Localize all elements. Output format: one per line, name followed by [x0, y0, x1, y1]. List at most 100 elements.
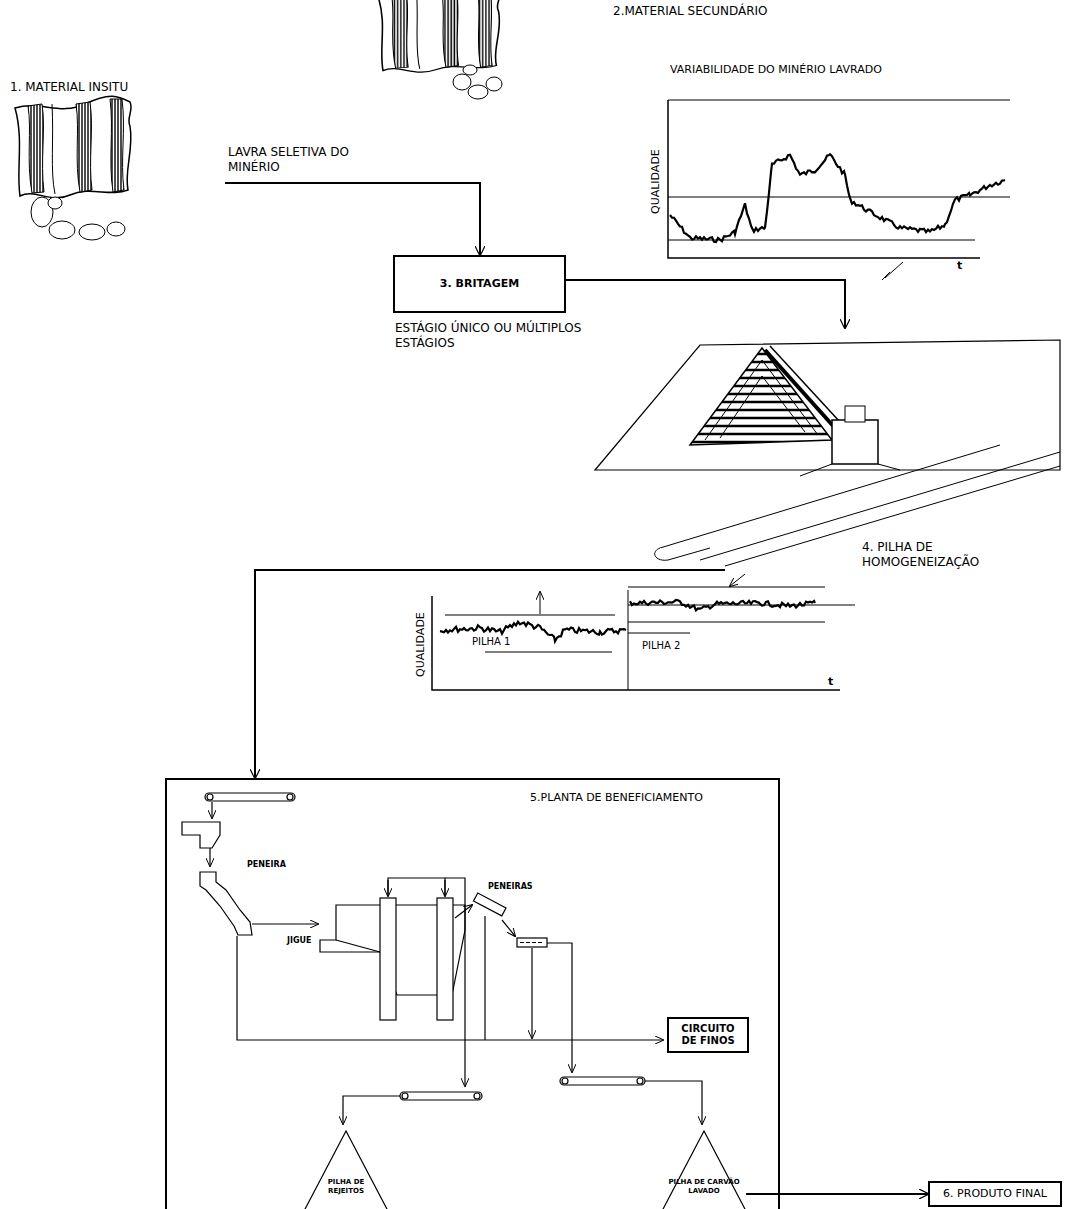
homogenization-pile [660, 445, 1000, 548]
strata-block [15, 96, 131, 240]
homogenization-pile [770, 346, 840, 422]
homogenization-pile: 4. PILHA DE HOMOGENEIZAÇÃO [590, 328, 1060, 570]
plant-equipment [343, 1096, 400, 1124]
plant-equipment [474, 893, 506, 916]
plant-equipment [209, 848, 210, 866]
stockpile-triangle: PILHA DE CARVÃO LAVADO [650, 1130, 758, 1209]
quality-series [440, 622, 626, 642]
edge-label: LAVRA SELETIVA DO MINÉRIO [228, 145, 378, 174]
product-box: 6. PRODUTO FINAL [928, 1181, 1062, 1207]
plant-equipment [562, 1078, 568, 1084]
node-text: PILHA DE CARVÃO LAVADO [668, 1178, 740, 1196]
plant-equipment [207, 794, 213, 800]
strata-block [79, 224, 105, 240]
plant-equipment [547, 943, 572, 1072]
chart-axes [668, 100, 980, 258]
strata-block [49, 221, 75, 239]
node-text: 2.MATERIAL SECUNDÁRIO [613, 4, 808, 19]
strata-block [378, 0, 500, 72]
triangle-outline [292, 1130, 400, 1209]
plant-equipment [336, 940, 380, 952]
homogenization-pile [595, 340, 1060, 470]
homogenization-pile [690, 348, 832, 445]
strata-block [107, 222, 125, 236]
node-text: 3. BRITAGEM [440, 277, 519, 291]
triangle-outline [650, 1130, 758, 1209]
chart-axes [668, 100, 1010, 101]
chart-axes [628, 587, 825, 588]
chart-axes [668, 197, 1010, 198]
text-label: t [828, 675, 833, 688]
plant-equipment [211, 802, 212, 818]
chart-axes [882, 262, 903, 280]
plant-equipment [484, 916, 485, 1040]
process-box: CIRCUITO DE FINOS [667, 1017, 749, 1053]
node-text: CIRCUITO DE FINOS [674, 1023, 742, 1048]
strata-block [15, 96, 131, 198]
flow-arrow [255, 570, 725, 778]
strata-block [486, 77, 502, 91]
text-label: PENEIRAS [488, 882, 533, 892]
plant-equipment [182, 793, 702, 1124]
chart-axes [628, 605, 855, 606]
strata-block [463, 65, 477, 75]
plant-equipment [474, 1093, 480, 1099]
material-illustration: 2.MATERIAL SECUNDÁRIO [370, 0, 810, 110]
homogenization-pile [730, 574, 745, 586]
text-label: PILHA 1 [470, 636, 512, 648]
plant-equipment [560, 1077, 645, 1085]
plant-equipment [520, 942, 544, 943]
quality-series [670, 154, 1005, 242]
chart-axes [540, 592, 541, 614]
strata-block [468, 85, 488, 99]
node-text: 6. PRODUTO FINAL [943, 1187, 1047, 1201]
plant-equipment [287, 794, 293, 800]
node-text: 1. MATERIAL INSITU [10, 80, 220, 95]
flow-arrow [566, 280, 845, 328]
strata-block [453, 74, 471, 90]
plant-equipment [182, 822, 220, 848]
chart-axes [432, 596, 840, 690]
plant-equipment [637, 1078, 643, 1084]
chart-axes [485, 652, 612, 653]
homogenization-pile [655, 548, 710, 560]
node-text: PILHA DE REJEITOS [310, 1178, 382, 1196]
plant-equipment [445, 878, 465, 1086]
axis-label: QUALIDADE [648, 150, 661, 215]
plant-equipment [531, 948, 532, 1038]
chart-axes [628, 633, 690, 634]
homogenization-pile [595, 340, 1060, 586]
process-box: 3. BRITAGEMESTÁGIO ÚNICO OU MÚLTIPLOS ES… [393, 255, 566, 313]
material-illustration: 1. MATERIAL INSITU [10, 80, 225, 245]
triangle-outline [293, 1131, 399, 1209]
plant-equipment [200, 872, 252, 935]
text-label: VARIABILIDADE DO MINÉRIO LAVRADO [670, 63, 882, 76]
node-text: 5.PLANTA DE BENEFICIAMENTO [530, 791, 770, 805]
plant-equipment [387, 880, 388, 896]
stockpile-triangle: PILHA DE REJEITOS [292, 1130, 400, 1209]
plant-equipment [455, 905, 472, 918]
chart-axes [445, 615, 615, 616]
text-label: t [957, 259, 962, 272]
text-label: JIGUE [287, 936, 311, 946]
plant-equipment [517, 938, 547, 947]
strata-block [378, 0, 502, 99]
plant-equipment [645, 1081, 702, 1124]
homogenization-pile [720, 376, 805, 438]
homogenization-pile [800, 464, 832, 476]
axis-label: QUALIDADE [413, 613, 426, 678]
plant-equipment [252, 923, 318, 924]
plant-equipment [400, 1092, 482, 1100]
homogenization-pile [705, 360, 818, 440]
node-text: ESTÁGIO ÚNICO OU MÚLTIPLOS ESTÁGIOS [395, 321, 600, 351]
plant-equipment [437, 898, 453, 1020]
quality-series [630, 600, 815, 610]
chart-axes [628, 622, 825, 623]
text-label: PILHA 2 [640, 640, 682, 652]
homogenization-pile [832, 420, 878, 464]
text-label: PENEIRA [247, 860, 286, 870]
plant-equipment [388, 878, 445, 896]
node-text: 4. PILHA DE HOMOGENEIZAÇÃO [862, 540, 1022, 570]
